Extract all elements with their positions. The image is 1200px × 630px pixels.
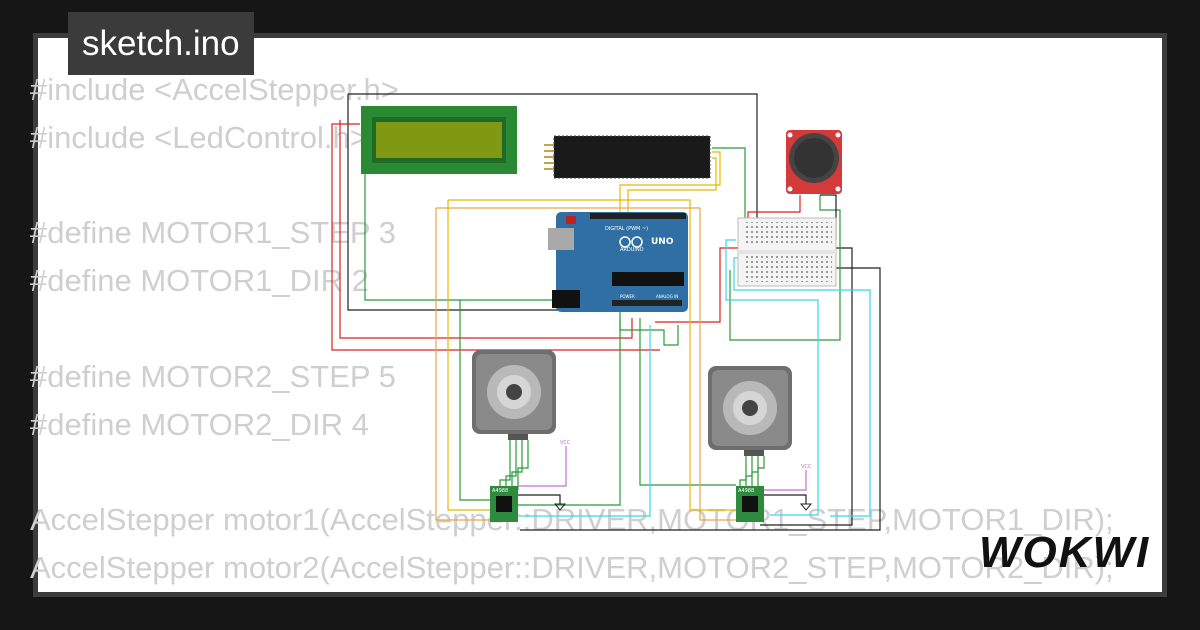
file-tab[interactable]: sketch.ino bbox=[68, 12, 254, 75]
code-line: #define MOTOR2_STEP 5 bbox=[30, 358, 396, 394]
wokwi-logo[interactable]: WOKWI bbox=[975, 527, 1155, 575]
project-preview-canvas bbox=[38, 38, 1162, 592]
vcc-marker-1: VCC bbox=[553, 440, 571, 511]
led-matrix bbox=[544, 135, 711, 179]
motor1-wires bbox=[499, 440, 567, 504]
vcc-marker-2: VCC bbox=[799, 464, 813, 511]
uno-label: UNO bbox=[651, 237, 674, 247]
arduino-label: ARDUINO bbox=[620, 247, 644, 253]
analog-label: ANALOG IN bbox=[656, 294, 678, 299]
lcd-display bbox=[361, 106, 517, 174]
code-line: #define MOTOR1_DIR 2 bbox=[30, 263, 369, 299]
code-line: #define MOTOR2_DIR 4 bbox=[30, 406, 369, 442]
logo-text: WOKWI bbox=[979, 528, 1150, 575]
code-line: AccelStepper motor1(AccelStepper::DRIVER… bbox=[30, 502, 1114, 538]
arduino-uno-board: DIGITAL (PWM ~) UNO ARDUINO POWER ANALOG… bbox=[548, 212, 688, 312]
motor2-wires bbox=[739, 456, 807, 504]
driver1-label: A4988 bbox=[492, 488, 508, 494]
joystick-module bbox=[786, 130, 842, 194]
stepper-motor-2 bbox=[708, 366, 792, 456]
svg-text:VCC: VCC bbox=[560, 440, 571, 446]
a4988-driver-2: A4988 bbox=[736, 486, 764, 522]
digital-label: DIGITAL (PWM ~) bbox=[605, 226, 648, 232]
a4988-driver-1: A4988 bbox=[490, 486, 518, 522]
power-label: POWER bbox=[620, 294, 635, 299]
code-line: AccelStepper motor2(AccelStepper::DRIVER… bbox=[30, 549, 1114, 585]
code-preview: #include <AccelStepper.h>#include <LedCo… bbox=[30, 66, 1114, 592]
driver2-label: A4988 bbox=[738, 488, 754, 494]
breadboard bbox=[737, 217, 837, 287]
code-line: #include <AccelStepper.h> bbox=[30, 72, 399, 107]
svg-text:VCC: VCC bbox=[801, 464, 812, 470]
stepper-motor-1 bbox=[472, 350, 556, 440]
